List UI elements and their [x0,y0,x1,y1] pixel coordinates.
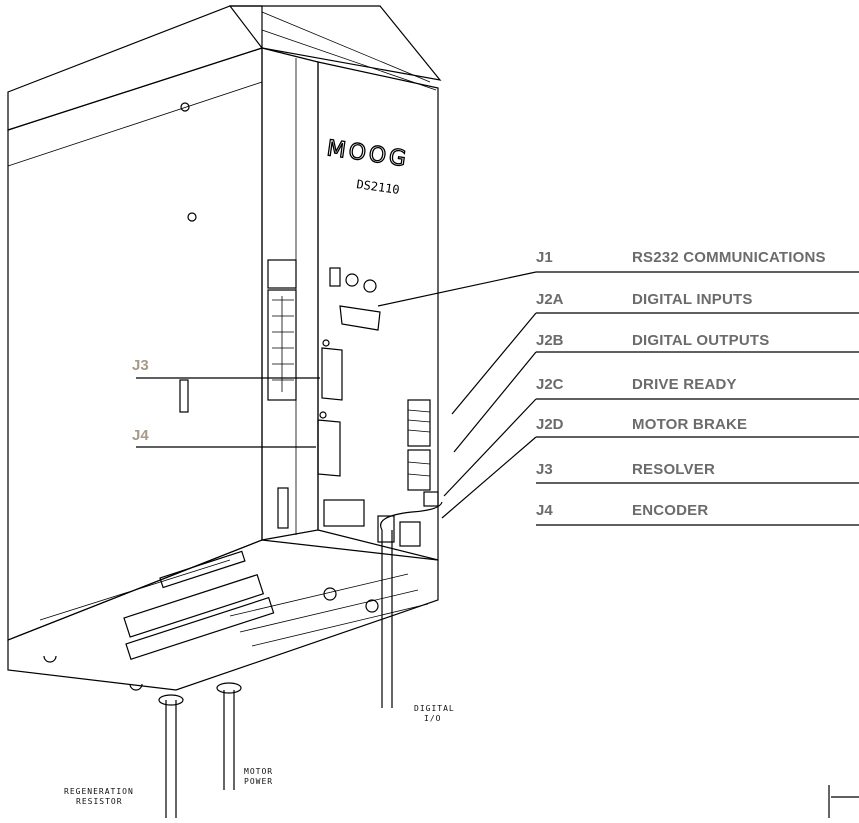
j2c-terminal-block [423,491,439,507]
j1-connector [339,305,381,331]
j2b-terminal-block [407,449,431,491]
callout-leaders [136,271,859,818]
cables [158,501,443,818]
connector-desc-j2d: MOTOR BRAKE [632,416,747,433]
side-label-j4: J4 [132,427,149,444]
connector-code-j2d: J2D [536,416,564,433]
j4-connector [317,419,341,477]
connector-desc-j3: RESOLVER [632,461,715,478]
caption-digital-io-line1: DIGITAL [414,704,455,713]
j3-connector [321,347,343,401]
connector-desc-j2a: DIGITAL INPUTS [632,291,753,308]
connector-legend: J1 RS232 COMMUNICATIONS J2A DIGITAL INPU… [536,249,826,519]
j2d-terminal-block [399,521,421,547]
connector-code-j2c: J2C [536,376,564,393]
connector-desc-j2c: DRIVE READY [632,376,737,393]
caption-regen-line1: REGENERATION [64,787,134,796]
drive-chassis: MOOG DS2110 [7,5,442,691]
connector-desc-j2b: DIGITAL OUTPUTS [632,332,769,349]
j2a-terminal-block [407,399,431,447]
connector-desc-j4: ENCODER [632,502,708,519]
caption-regen-line2: RESISTOR [76,797,123,806]
connector-code-j3: J3 [536,461,553,478]
connector-code-j2a: J2A [536,291,564,308]
model-label: DS2110 [356,177,401,197]
connector-code-j4: J4 [536,502,553,519]
connector-code-j2b: J2B [536,332,564,349]
connector-desc-j1: RS232 COMMUNICATIONS [632,249,826,266]
caption-digital-io-line2: I/O [424,714,441,723]
side-labels: J3 J4 [132,357,149,444]
cable-captions: DIGITAL I/O MOTOR POWER REGENERATION RES… [64,704,455,806]
caption-motor-power-line2: POWER [244,777,273,786]
brand-logo: MOOG [325,136,410,172]
connector-code-j1: J1 [536,249,553,266]
caption-motor-power-line1: MOTOR [244,767,273,776]
side-label-j3: J3 [132,357,149,374]
